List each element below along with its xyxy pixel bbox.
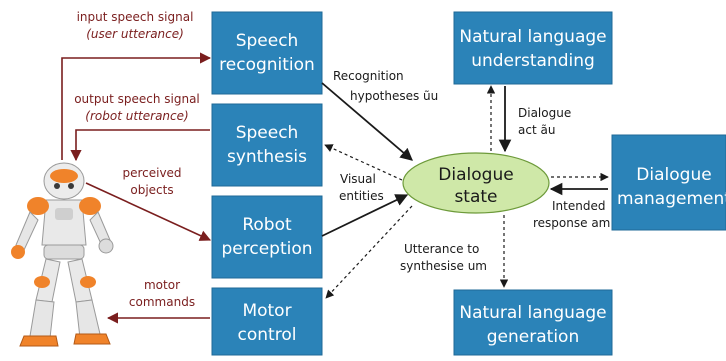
visual-entities-flow-arrow [321, 194, 409, 237]
dialogue-management-box: Dialogue management [611, 134, 726, 231]
input-speech-arrow [61, 52, 212, 160]
speech-recognition-box: Speech recognition [211, 11, 323, 95]
speech-synthesis-label-2: synthesis [227, 147, 307, 167]
perceived-objects-arrow [85, 182, 212, 241]
output-speech-label: output speech signal [74, 92, 200, 106]
recognition-label: Recognition [333, 69, 404, 83]
nlg-label-1: Natural language [459, 303, 606, 323]
input-speech-sublabel: (user utterance) [86, 27, 184, 41]
nlu-label-2: understanding [471, 51, 595, 71]
robot-perception-label-1: Robot [242, 215, 292, 235]
utterance-label: Utterance to [404, 242, 479, 256]
nlg-label-2: generation [487, 327, 579, 347]
speech-recognition-label-1: Speech [236, 31, 299, 51]
perceived-objects-label-2: objects [130, 183, 173, 197]
motor-control-label-2: control [238, 325, 297, 345]
intended-response-label-2: response am [533, 216, 610, 230]
motor-commands-label-2: commands [129, 295, 195, 309]
motor-control-label-1: Motor [242, 301, 291, 321]
perceived-objects-label: perceived [122, 166, 181, 180]
nlg-box: Natural language generation [453, 289, 613, 356]
dialogue-state-label-1: Dialogue [438, 165, 513, 185]
dialogue-management-label-1: Dialogue [636, 165, 711, 185]
speech-recognition-label-2: recognition [219, 55, 315, 75]
utterance-label-2: synthesise um [400, 259, 487, 273]
dialogue-act-label-2: act ãu [518, 123, 555, 137]
motor-commands-label: motor [144, 278, 180, 292]
intended-response-label: Intended [552, 199, 605, 213]
input-speech-label: input speech signal [77, 10, 194, 24]
motor-control-box: Motor control [211, 287, 323, 356]
dialogue-act-label: Dialogue [518, 106, 571, 120]
visual-label: Visual [340, 172, 376, 186]
motor-control-flow-arrow [325, 205, 413, 299]
nlu-box: Natural language understanding [453, 11, 613, 85]
dialogue-state-label-2: state [454, 187, 497, 207]
speech-synthesis-box: Speech synthesis [211, 103, 323, 187]
output-speech-arrow [70, 129, 210, 162]
speech-synthesis-label-1: Speech [236, 123, 299, 143]
recognition-label-2: hypotheses ũu [350, 89, 438, 103]
humanoid-robot-icon [11, 162, 114, 347]
output-speech-sublabel: (robot utterance) [85, 109, 188, 123]
robot-perception-box: Robot perception [211, 195, 323, 279]
robot-perception-label-2: perception [221, 239, 312, 259]
recognition-flow-arrow [321, 82, 413, 161]
dialogue-state-node: Dialogue state [402, 152, 550, 214]
synthesis-flow-arrow [324, 144, 403, 181]
dialogue-management-label-2: management [617, 189, 726, 209]
nlu-label-1: Natural language [459, 27, 606, 47]
visual-label-2: entities [339, 189, 384, 203]
